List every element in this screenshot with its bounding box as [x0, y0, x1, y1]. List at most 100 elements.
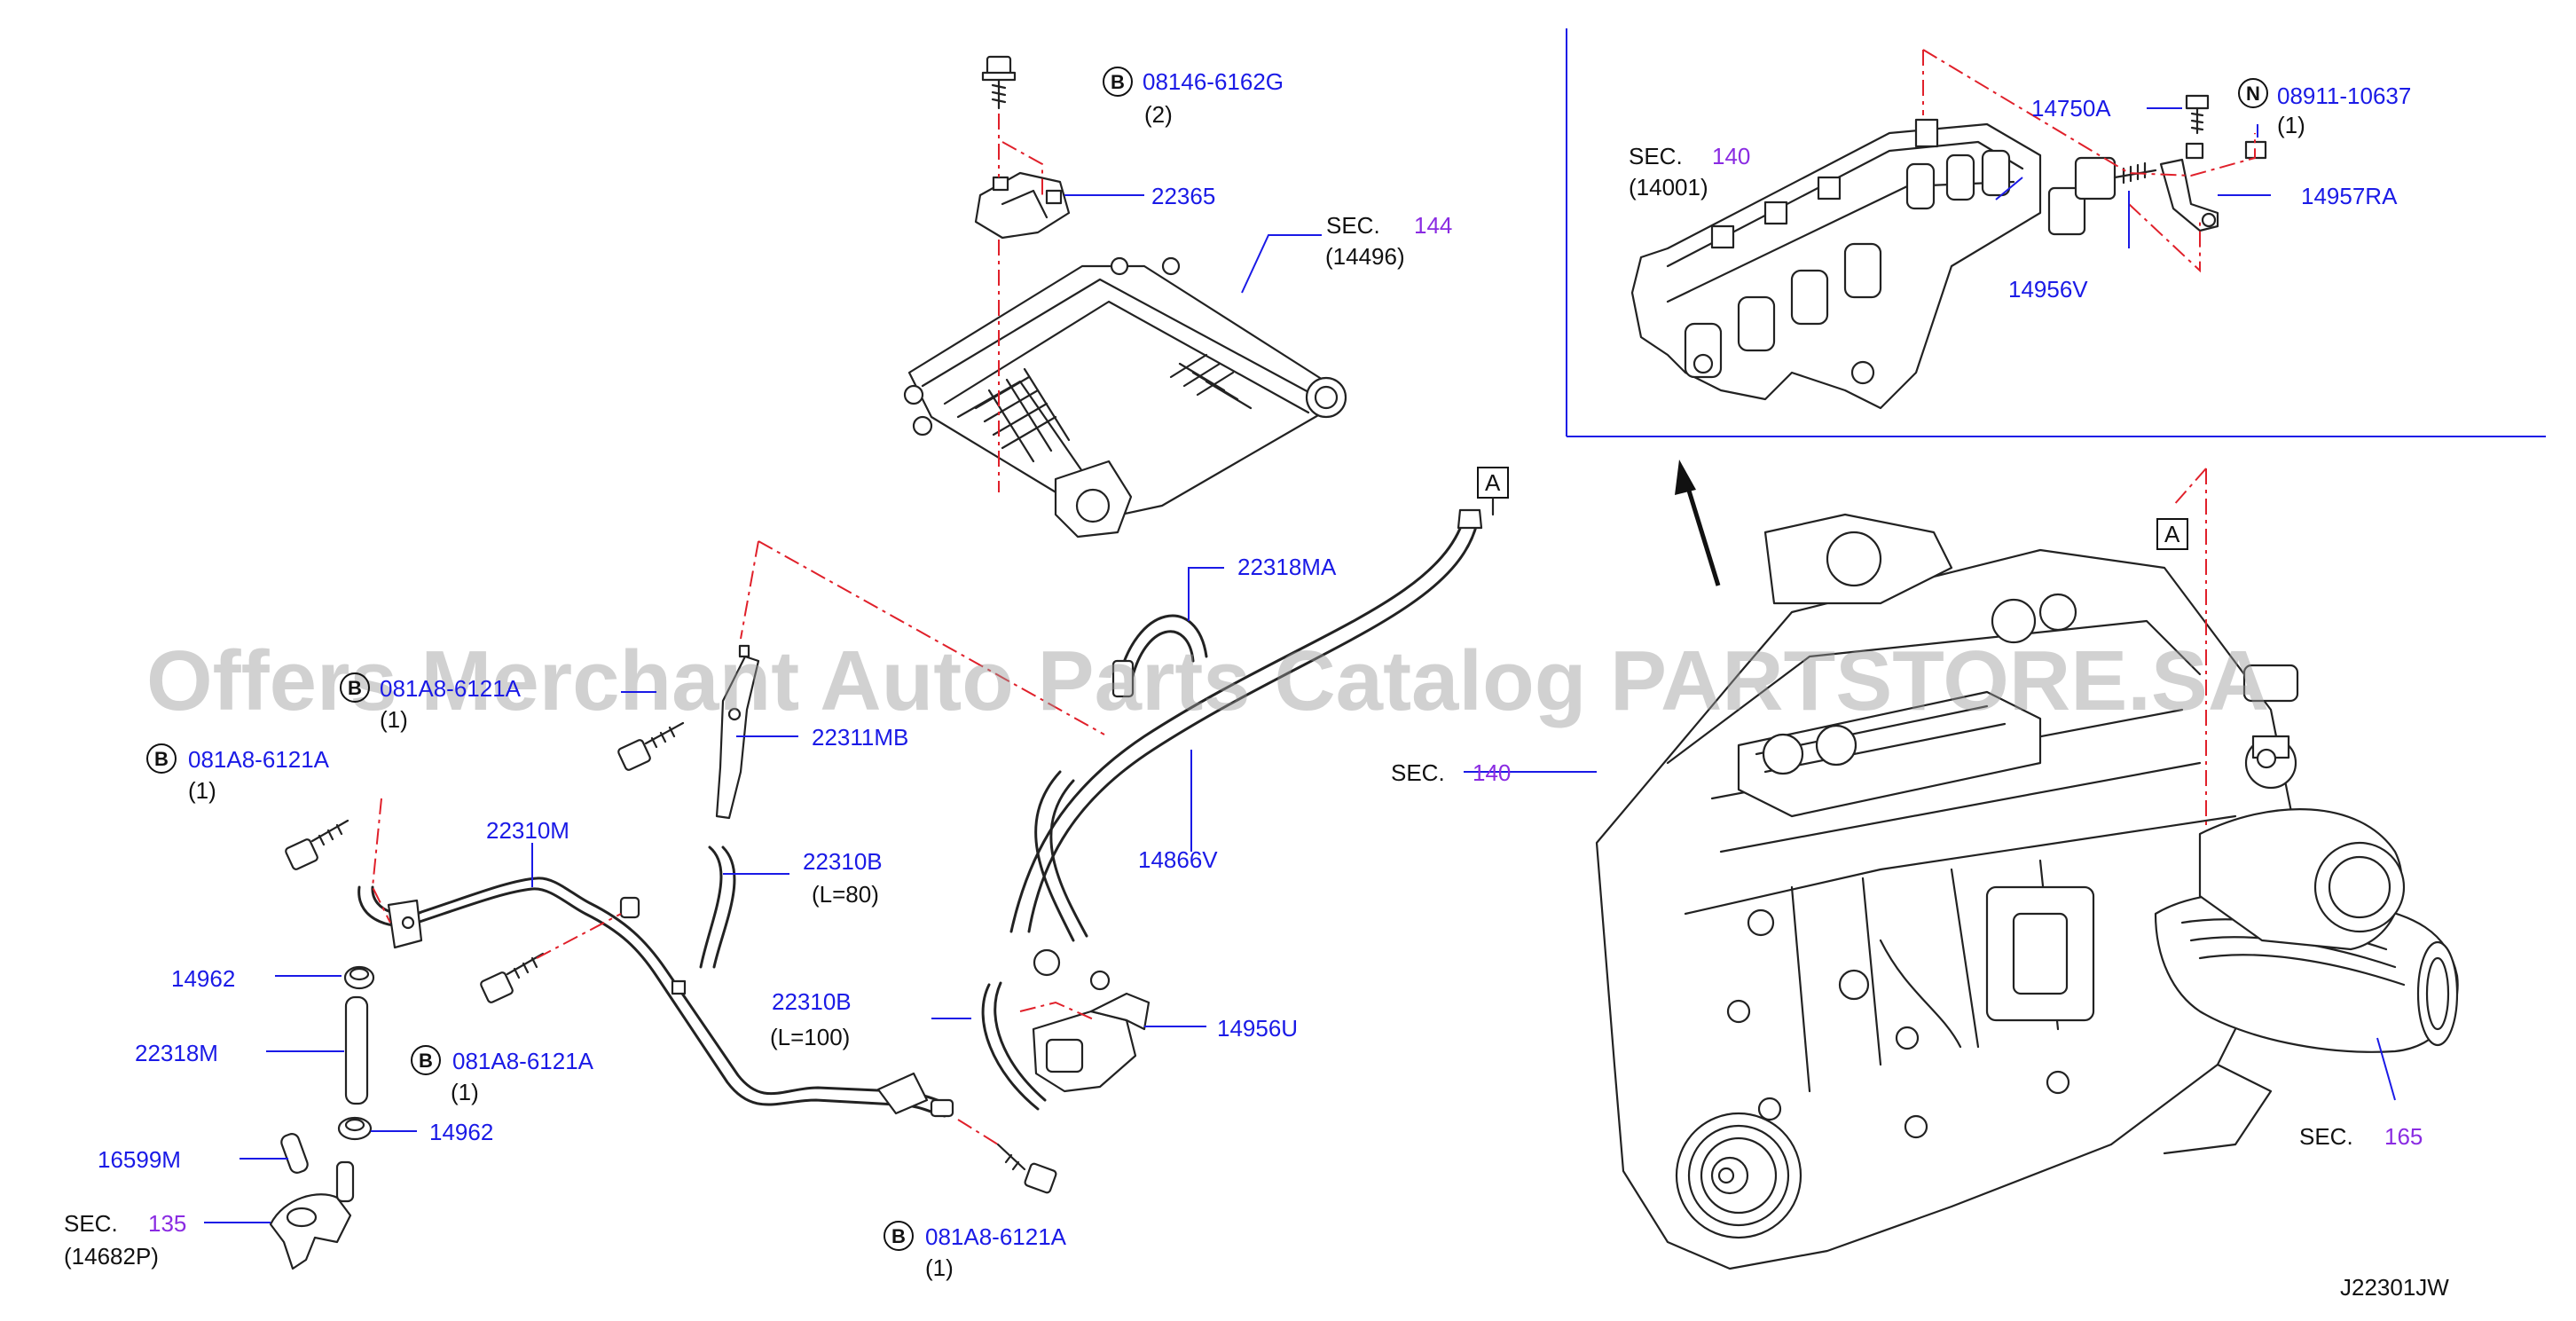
- inset-frame: [1566, 28, 2546, 437]
- hose-14866v-drawing: [1009, 508, 1483, 942]
- section-135[interactable]: SEC. 135 (14682P): [64, 1210, 186, 1270]
- clamp-14962-lower-drawing: [337, 1116, 373, 1141]
- circle-b-icon: [1103, 67, 1133, 97]
- section-subnumber-14001: (14001): [1629, 174, 1708, 201]
- ref-letter-a: A: [2164, 521, 2180, 547]
- part-number-14750a[interactable]: 14750A: [2031, 95, 2111, 122]
- circle-n-icon: [2238, 78, 2268, 108]
- section-144[interactable]: SEC. 144 (14496): [1325, 212, 1452, 270]
- callout-08911[interactable]: N 08911-10637 (1): [2238, 78, 2411, 138]
- part-number-22318ma[interactable]: 22318MA: [1237, 554, 1337, 580]
- intercooler-drawing: [903, 256, 1347, 539]
- bolt-081a8-bottom-drawing: [996, 1143, 1057, 1194]
- tube-22310m-drawing: [357, 877, 954, 1118]
- leader-lines: [204, 107, 2396, 1223]
- callout-081a8-top[interactable]: B 081A8-6121A (1): [340, 672, 522, 733]
- quantity-08146: (2): [1144, 101, 1173, 128]
- hose-22310b-100-drawing: [981, 983, 1040, 1111]
- circle-b-icon: [146, 743, 177, 774]
- section-165[interactable]: SEC. 165: [2299, 1123, 2423, 1150]
- section-number-144[interactable]: 144: [1414, 212, 1452, 239]
- ref-line-valve: [1019, 1001, 1096, 1021]
- section-number-140[interactable]: 140: [1473, 759, 1511, 786]
- callout-22310b-100[interactable]: 22310B (L=100): [770, 988, 852, 1050]
- circle-b-letter: B: [348, 677, 362, 699]
- direction-arrow: [1675, 460, 1721, 586]
- part-number-22365[interactable]: 22365: [1151, 183, 1215, 209]
- sec-label: SEC.: [64, 1210, 118, 1237]
- circle-b-icon: [411, 1045, 441, 1075]
- ref-letter-a: A: [1485, 469, 1501, 496]
- section-subnumber-14496: (14496): [1325, 243, 1405, 270]
- part-number-08911-10637[interactable]: 08911-10637: [2277, 83, 2411, 109]
- section-number-165[interactable]: 165: [2384, 1123, 2423, 1150]
- part-number-22310b[interactable]: 22310B: [803, 848, 883, 875]
- callout-081a8-left[interactable]: B 081A8-6121A (1): [146, 743, 330, 804]
- part-number-14957ra[interactable]: 14957RA: [2301, 183, 2398, 209]
- intake-manifold-drawing: [1630, 118, 2042, 410]
- ref-line-intercooler-3: [1001, 141, 1043, 195]
- hose-22310b-80-drawing-2: [712, 845, 736, 969]
- length-100: (L=100): [770, 1024, 850, 1050]
- section-140[interactable]: SEC. 140: [1391, 759, 1511, 786]
- hose-22310b-80-drawing: [699, 845, 723, 969]
- quantity: (1): [380, 706, 408, 733]
- circle-b-letter: B: [419, 1050, 433, 1072]
- ref-box-a-engine[interactable]: A: [2156, 518, 2188, 550]
- sensor-14956v-drawing: [2047, 94, 2267, 236]
- callout-08146[interactable]: B 08146-6162G (2): [1103, 67, 1284, 128]
- part-number-16599m[interactable]: 16599M: [98, 1146, 181, 1173]
- quantity: (1): [925, 1254, 954, 1281]
- callout-081a8-bottom[interactable]: B 081A8-6121A (1): [884, 1221, 1067, 1281]
- part-number-081a8-6121a[interactable]: 081A8-6121A: [452, 1048, 594, 1074]
- circle-b-icon: [884, 1221, 914, 1251]
- hose-22318m-drawing: [344, 995, 369, 1105]
- part-number-22310b[interactable]: 22310B: [772, 988, 852, 1015]
- sec-label: SEC.: [1391, 759, 1445, 786]
- ref-box-a-top[interactable]: A: [1477, 467, 1509, 499]
- ref-line-diagonal: [758, 540, 1105, 735]
- part-number-22310m[interactable]: 22310M: [486, 817, 569, 844]
- section-subnumber-14682p: (14682P): [64, 1243, 159, 1270]
- valve-14956u-drawing: [1032, 948, 1151, 1093]
- diagram-id: J22301JW: [2340, 1274, 2449, 1301]
- callout-081a8-mid[interactable]: B 081A8-6121A (1): [411, 1045, 594, 1105]
- clamp-14962-upper-drawing: [343, 965, 375, 990]
- ref-line-diagonal-2: [740, 540, 759, 640]
- bolt-081a8-left-drawing: [285, 819, 349, 870]
- outlet-sec135-drawing: [269, 1160, 355, 1270]
- section-number-135[interactable]: 135: [148, 1210, 186, 1237]
- circle-n-letter: N: [2246, 83, 2260, 105]
- part-number-14956v[interactable]: 14956V: [2008, 276, 2088, 303]
- part-number-081a8-6121a[interactable]: 081A8-6121A: [925, 1223, 1067, 1250]
- engine-drawing: [1595, 513, 2459, 1270]
- callout-22310b-80[interactable]: 22310B (L=80): [803, 848, 883, 908]
- ref-line-left: [371, 798, 391, 924]
- ref-line-engine-2: [2172, 468, 2207, 507]
- part-number-22318m[interactable]: 22318M: [135, 1040, 218, 1066]
- quantity: (1): [451, 1079, 479, 1105]
- part-number-08146-6162g[interactable]: 08146-6162G: [1143, 68, 1284, 95]
- part-number-14956u[interactable]: 14956U: [1217, 1015, 1298, 1042]
- sec-label: SEC.: [1326, 212, 1380, 239]
- bolt-081a8-mid-drawing: [480, 952, 545, 1003]
- circle-b-letter: B: [1111, 71, 1125, 93]
- ref-line-bottom: [957, 1119, 999, 1145]
- hose-22310b-100-drawing-2: [993, 981, 1047, 1102]
- part-number-14962-upper[interactable]: 14962: [171, 965, 235, 992]
- part-number-081a8-6121a[interactable]: 081A8-6121A: [380, 675, 522, 702]
- section-140-inset[interactable]: SEC. 140 (14001): [1629, 143, 1750, 201]
- part-number-14866v[interactable]: 14866V: [1138, 846, 1218, 873]
- ref-line-mid: [536, 913, 622, 959]
- sec-label: SEC.: [1629, 143, 1683, 169]
- section-number-140[interactable]: 140: [1712, 143, 1750, 169]
- sec-label: SEC.: [2299, 1123, 2353, 1150]
- inset-ref-line-3: [2128, 203, 2201, 273]
- part-number-14962-lower[interactable]: 14962: [429, 1119, 493, 1145]
- part-number-081a8-6121a[interactable]: 081A8-6121A: [188, 746, 330, 773]
- part-number-22311mb[interactable]: 22311MB: [812, 724, 908, 751]
- quantity: (1): [2277, 112, 2305, 138]
- watermark: Offers Merchant Auto Parts Catalog PARTS…: [146, 633, 2269, 728]
